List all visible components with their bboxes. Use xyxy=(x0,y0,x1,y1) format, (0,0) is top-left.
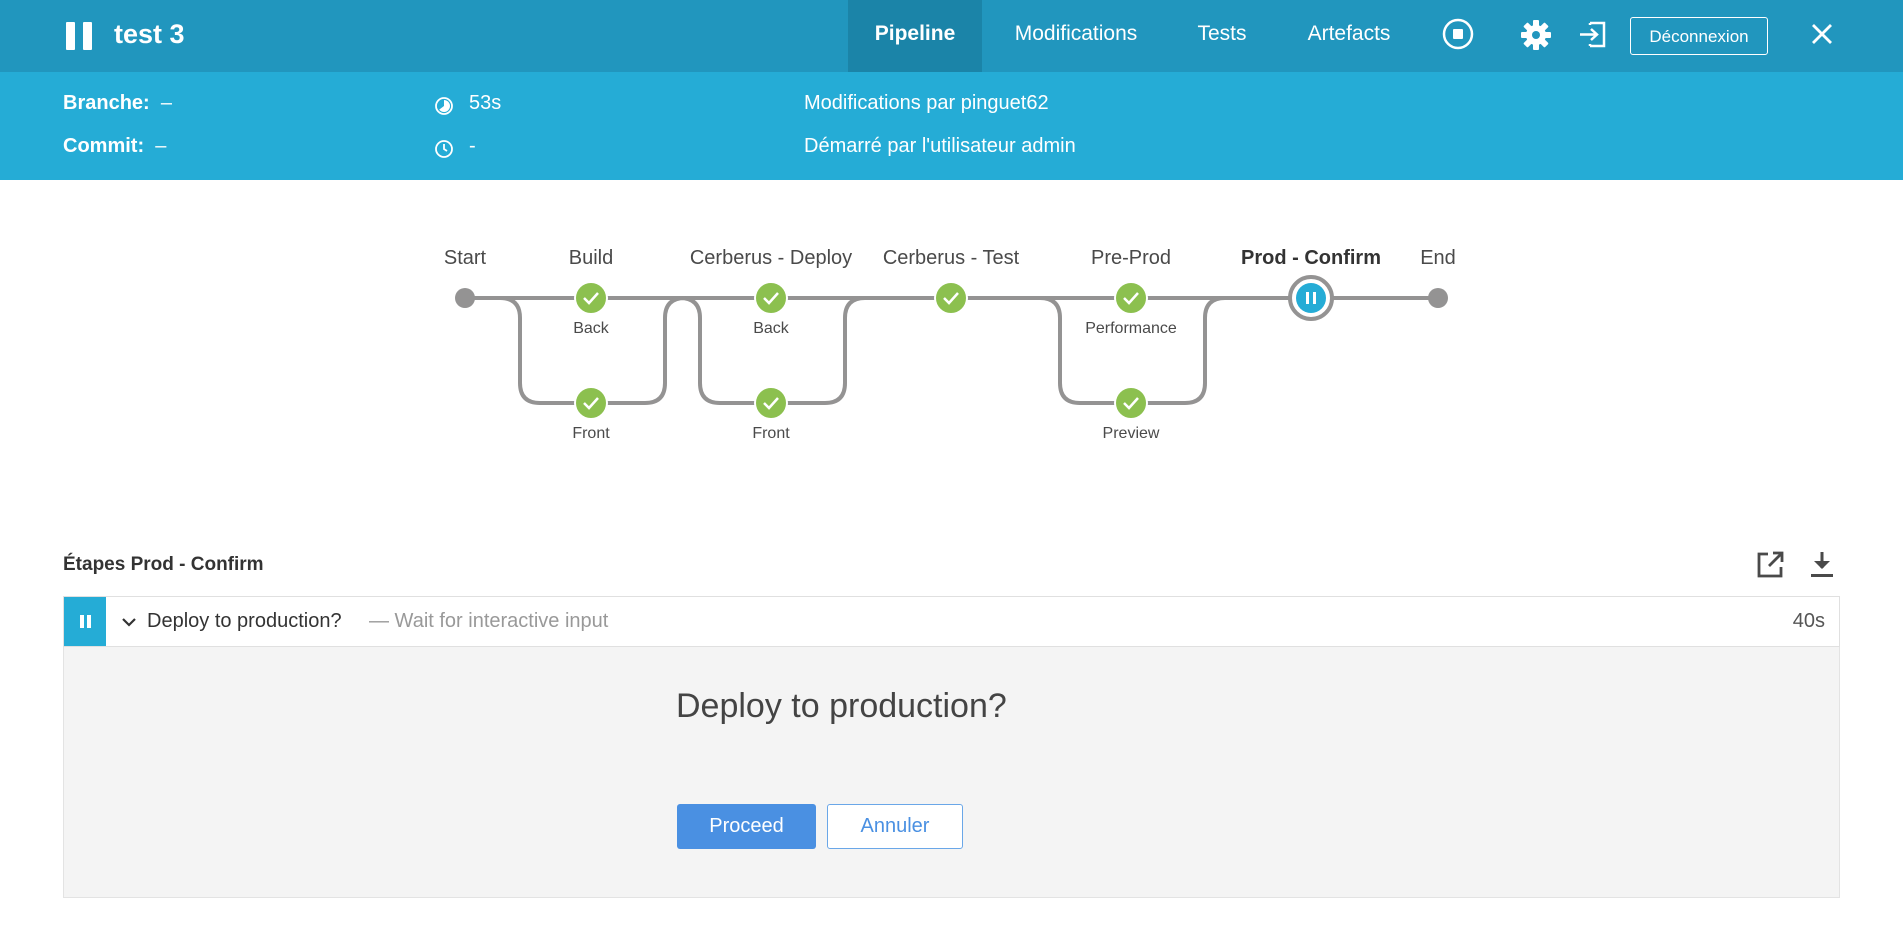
top-nav-bar: test 3 Pipeline Modifications Tests Arte… xyxy=(0,0,1903,72)
stage-label-pre-prod[interactable]: Pre-Prod xyxy=(1090,247,1172,269)
open-external-icon[interactable] xyxy=(1754,549,1786,581)
download-icon[interactable] xyxy=(1806,549,1838,581)
end-node xyxy=(1428,288,1448,308)
commit-value: – xyxy=(155,135,167,157)
run-info-bar: Branche: – Commit: – 53s - Modifications… xyxy=(0,72,1903,180)
success-node-build-front[interactable] xyxy=(574,386,608,420)
steps-title: Étapes Prod - Confirm xyxy=(63,554,264,575)
proceed-button[interactable]: Proceed xyxy=(677,804,816,849)
branch-label: Branche: xyxy=(63,92,150,114)
step-description: — Wait for interactive input xyxy=(369,610,609,632)
changes-text: Modifications par pinguet62 xyxy=(804,92,1049,114)
commit-label: Commit: xyxy=(63,135,145,157)
pipeline-graph-svg xyxy=(455,275,1448,420)
paused-node-prod-confirm[interactable] xyxy=(1288,275,1334,321)
success-node-preview[interactable] xyxy=(1114,386,1148,420)
stage-label-end: End xyxy=(1420,247,1456,269)
chevron-down-icon[interactable] xyxy=(118,611,140,633)
commit-info: Commit: – xyxy=(63,135,166,158)
success-node-performance[interactable] xyxy=(1114,281,1148,315)
step-duration: 40s xyxy=(1792,610,1825,632)
duration-icon xyxy=(435,97,453,115)
stage-label-prod-confirm[interactable]: Prod - Confirm xyxy=(1241,247,1381,269)
success-node-cerberus-test[interactable] xyxy=(934,281,968,315)
success-node-deploy-front[interactable] xyxy=(754,386,788,420)
cancel-button[interactable]: Annuler xyxy=(827,804,963,849)
started-value: - xyxy=(469,135,476,157)
close-icon[interactable] xyxy=(1804,16,1840,52)
tab-modifications[interactable]: Modifications xyxy=(1014,22,1138,45)
duration-value: 53s xyxy=(469,92,502,114)
stage-label-cerberus-test[interactable]: Cerberus - Test xyxy=(882,247,1020,269)
cause-text: Démarré par l'utilisateur admin xyxy=(804,135,1076,157)
branch-label-build-back[interactable]: Back xyxy=(573,320,609,337)
branch-label-deploy-front[interactable]: Front xyxy=(752,425,790,442)
branch-label-build-front[interactable]: Front xyxy=(572,425,610,442)
input-message: Deploy to production? xyxy=(676,687,1007,725)
start-node xyxy=(455,288,475,308)
run-title: test 3 xyxy=(114,19,185,49)
exit-icon[interactable] xyxy=(1576,16,1612,52)
paused-status-icon xyxy=(66,22,94,50)
clock-icon xyxy=(435,140,453,158)
gear-icon[interactable] xyxy=(1518,16,1554,52)
logout-button[interactable]: Déconnexion xyxy=(1630,17,1768,55)
step-row[interactable]: Deploy to production? — Wait for interac… xyxy=(63,596,1840,647)
branch-label-performance[interactable]: Performance xyxy=(1085,320,1177,337)
branch-info: Branche: – xyxy=(63,92,172,115)
paused-step-icon xyxy=(64,597,106,646)
tab-pipeline[interactable]: Pipeline xyxy=(848,0,982,72)
tab-artefacts[interactable]: Artefacts xyxy=(1307,22,1391,45)
input-panel: Deploy to production? Proceed Annuler xyxy=(63,647,1840,898)
success-node-build-back[interactable] xyxy=(574,281,608,315)
tab-tests[interactable]: Tests xyxy=(1197,22,1247,45)
branch-label-preview[interactable]: Preview xyxy=(1102,425,1160,442)
step-name: Deploy to production? xyxy=(147,610,342,632)
stop-icon[interactable] xyxy=(1440,16,1476,52)
branch-label-deploy-back[interactable]: Back xyxy=(753,320,789,337)
branch-value: – xyxy=(160,92,172,114)
pipeline-graph: Start Build Cerberus - Deploy Cerberus -… xyxy=(0,180,1903,510)
success-node-deploy-back[interactable] xyxy=(754,281,788,315)
stage-label-cerberus-deploy[interactable]: Cerberus - Deploy xyxy=(689,247,853,269)
stage-label-start: Start xyxy=(443,247,487,269)
stage-label-build[interactable]: Build xyxy=(568,247,614,269)
